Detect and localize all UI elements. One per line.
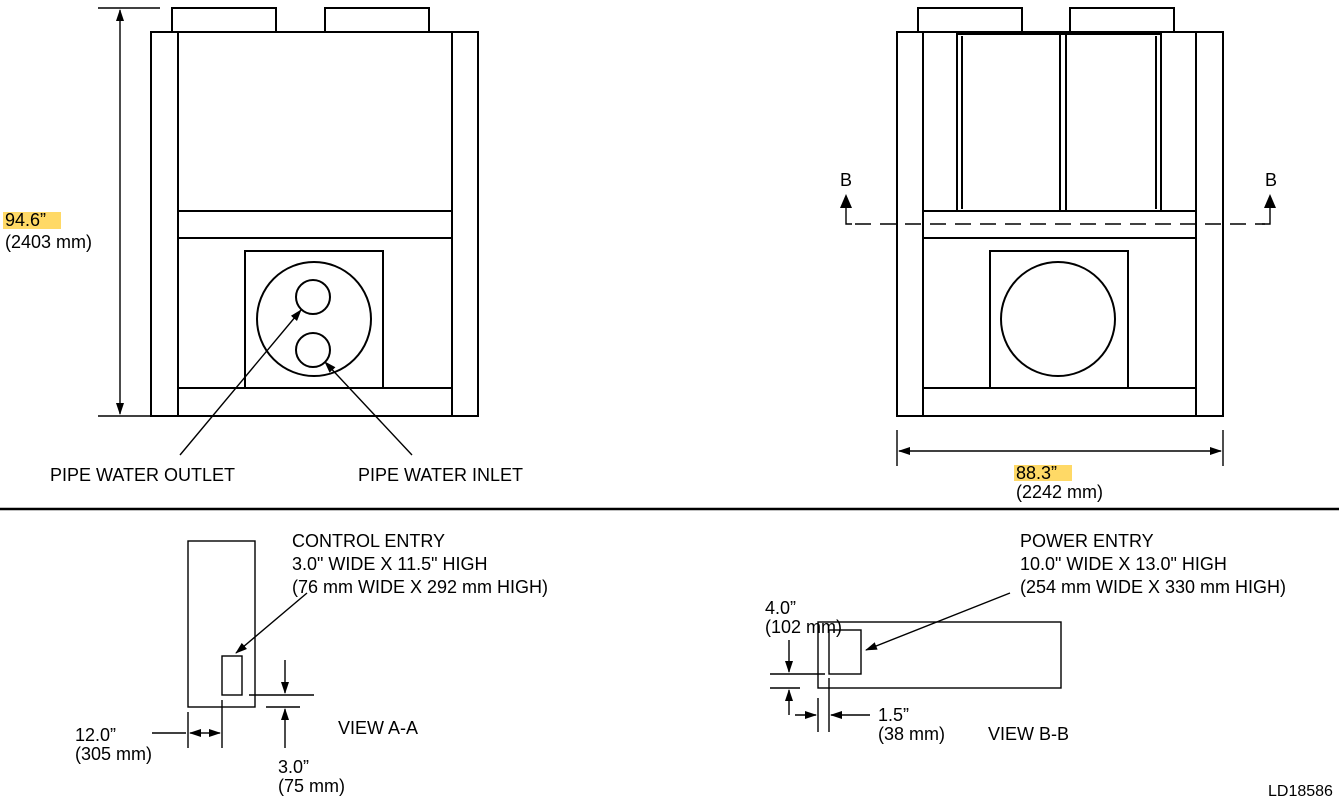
power-offset-in-label: 1.5” xyxy=(878,705,909,725)
pipe-inlet-circle xyxy=(295,332,331,368)
power-height-in-label: 4.0” xyxy=(765,598,796,618)
control-entry-size-mm: (76 mm WIDE X 292 mm HIGH) xyxy=(292,577,548,597)
view-b-b: POWER ENTRY 10.0" WIDE X 13.0" HIGH (254… xyxy=(765,531,1286,744)
control-entry-leader xyxy=(235,592,308,654)
width-highlight xyxy=(1014,465,1072,481)
width-in-label: 88.3” xyxy=(1016,463,1057,483)
right-unit-view: B B 88.3” (2242 mm) xyxy=(840,7,1277,502)
control-entry-title: CONTROL ENTRY xyxy=(292,531,445,551)
right-top-panel-1 xyxy=(917,7,1023,33)
view-a-label: VIEW A-A xyxy=(338,718,418,738)
offset-in-label: 12.0” xyxy=(75,725,116,745)
width-mm-label: (2242 mm) xyxy=(1016,482,1103,502)
offset-mm-label: (305 mm) xyxy=(75,744,152,764)
right-fan-panel xyxy=(989,250,1129,389)
gap-in-label: 3.0” xyxy=(278,757,309,777)
height-in-label: 94.6” xyxy=(5,210,46,230)
left-unit-view: 94.6” (2403 mm) PIPE WATER OUTLET PIPE W… xyxy=(3,7,523,485)
outlet-leader xyxy=(179,309,302,456)
inlet-leader xyxy=(324,361,413,456)
power-entry-leader xyxy=(865,592,1011,651)
power-entry-title: POWER ENTRY xyxy=(1020,531,1154,551)
power-panel-outline xyxy=(817,621,1062,689)
pipe-outlet-circle xyxy=(295,279,331,315)
drawing-id: LD18586 xyxy=(1268,783,1333,800)
left-pipe-flange xyxy=(256,261,372,377)
outlet-label: PIPE WATER OUTLET xyxy=(50,465,235,485)
section-arrow-right xyxy=(1264,194,1276,208)
height-highlight xyxy=(3,212,61,229)
control-entry-opening xyxy=(221,655,243,696)
power-offset-mm-label: (38 mm) xyxy=(878,724,945,744)
power-height-mm-label: (102 mm) xyxy=(765,617,842,637)
control-entry-size-in: 3.0" WIDE X 11.5" HIGH xyxy=(292,554,488,574)
left-top-panel-1 xyxy=(171,7,277,33)
right-fan-circle xyxy=(1000,261,1116,377)
left-unit-frame xyxy=(150,31,479,417)
view-a-a: CONTROL ENTRY 3.0" WIDE X 11.5" HIGH (76… xyxy=(75,531,548,796)
gap-mm-label: (75 mm) xyxy=(278,776,345,796)
section-marker-left: B xyxy=(840,170,852,190)
power-entry-size-in: 10.0" WIDE X 13.0" HIGH xyxy=(1020,554,1227,574)
section-arrow-left xyxy=(840,194,852,208)
section-marker-right-bracket xyxy=(1262,205,1271,225)
right-unit-frame xyxy=(896,31,1224,417)
left-top-panel-2 xyxy=(324,7,430,33)
section-marker-right: B xyxy=(1265,170,1277,190)
left-pipe-panel xyxy=(244,250,384,389)
section-marker-left-bracket xyxy=(845,205,852,225)
height-mm-label: (2403 mm) xyxy=(5,232,92,252)
view-b-label: VIEW B-B xyxy=(988,724,1069,744)
right-top-panel-2 xyxy=(1069,7,1175,33)
power-entry-opening xyxy=(828,629,862,675)
inlet-label: PIPE WATER INLET xyxy=(358,465,523,485)
power-entry-size-mm: (254 mm WIDE X 330 mm HIGH) xyxy=(1020,577,1286,597)
